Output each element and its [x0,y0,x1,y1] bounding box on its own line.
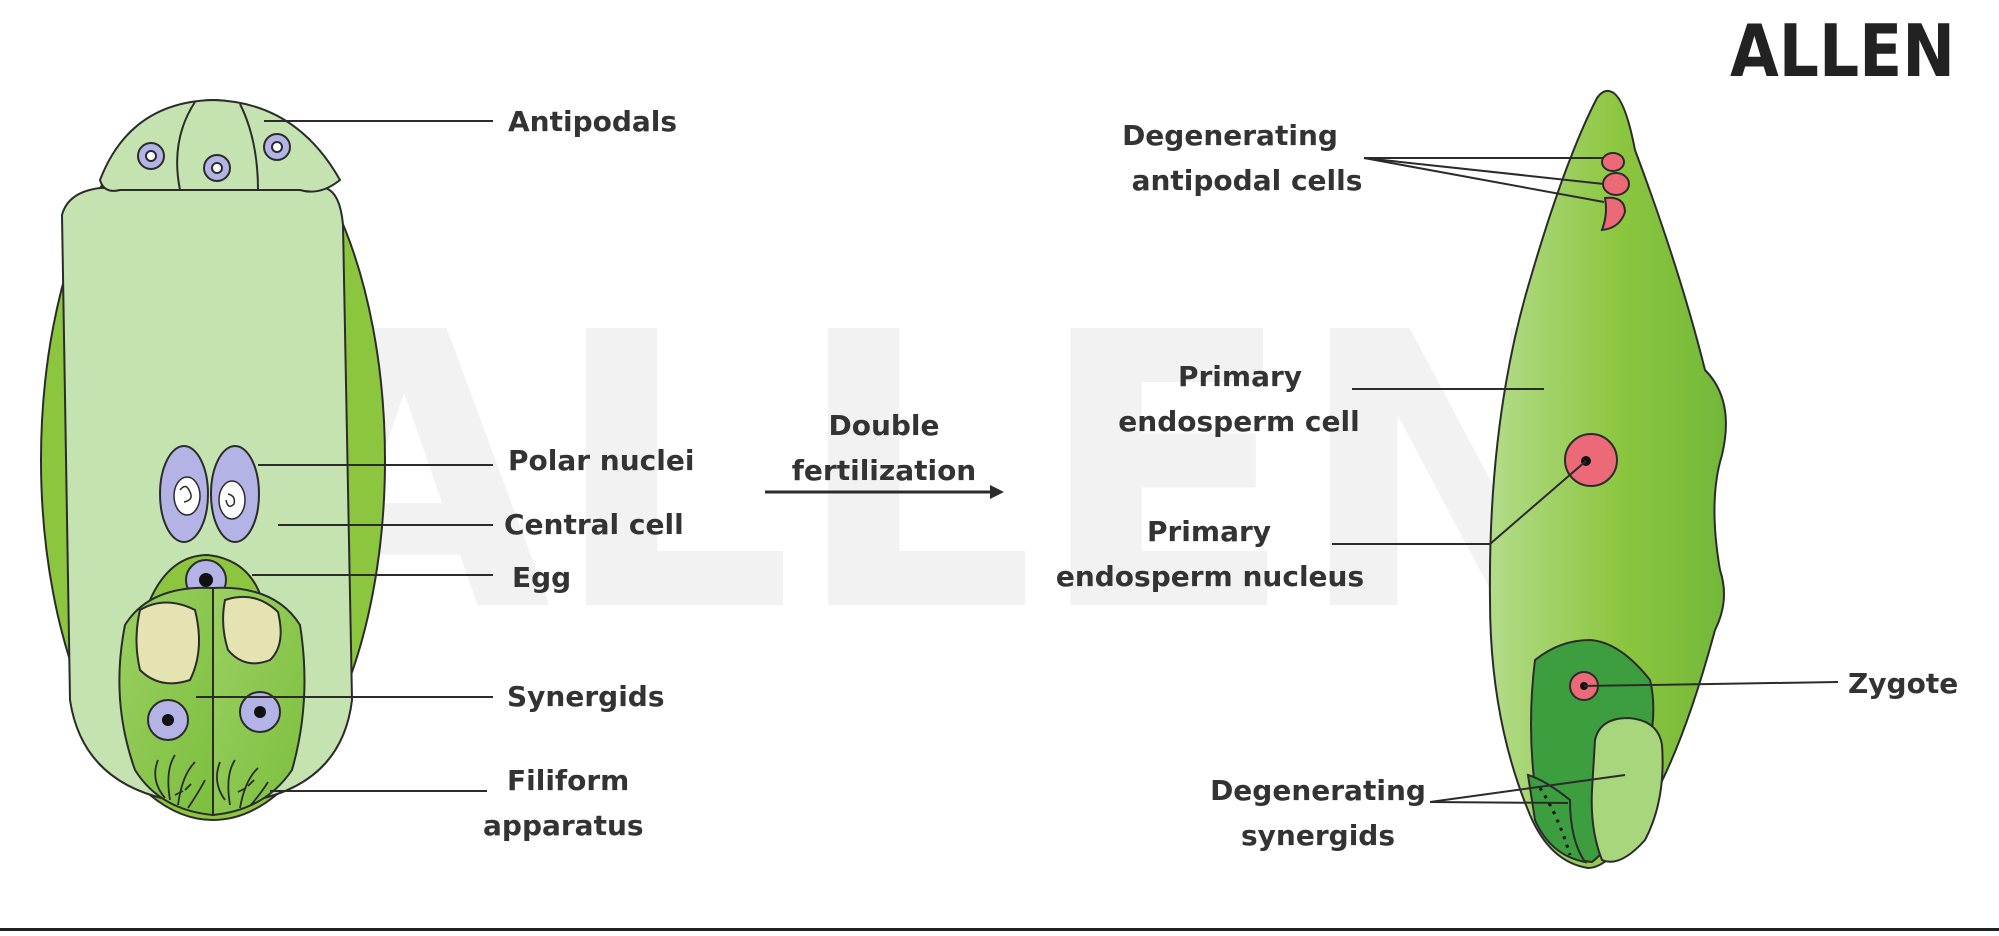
label-polar-nuclei: Polar nuclei [508,444,694,477]
label-primary-endosperm-nucleus-line2: endosperm nucleus [1056,560,1364,593]
label-degenerating-synergids-line1: Degenerating [1210,774,1426,807]
label-primary-endosperm-cell-line2: endosperm cell [1118,405,1359,438]
bottom-border [0,928,1999,931]
process-label-line1: Double [828,409,939,442]
label-central-cell: Central cell [504,508,684,541]
label-primary-endosperm-cell-line1: Primary [1178,360,1302,393]
antipodal-region [98,98,342,193]
label-egg: Egg [512,561,571,594]
antipodal-walls [176,101,259,191]
label-degenerating-antipodal-line2: antipodal cells [1132,164,1363,197]
filiform-apparatus [154,754,269,809]
brand-logo: ALLEN [1730,9,1955,93]
label-zygote: Zygote [1848,667,1958,700]
degenerating-synergid [1590,716,1664,863]
process-label-line2: fertilization [792,454,977,487]
label-degenerating-synergids-line2: synergids [1241,819,1395,852]
synergid-vacuole-right [222,596,282,665]
primary-endosperm-nucleus [1564,433,1618,487]
watermark-text: ALLEN [257,252,1613,695]
fertilized-embryo-sac [1488,89,1727,870]
label-degenerating-antipodal-line1: Degenerating [1122,119,1338,152]
left-leader-lines [196,120,493,792]
right-leader-lines [1332,157,1839,804]
antipodal-nuclei [137,133,291,182]
polar-nuclei [159,445,260,543]
label-filiform-line2: apparatus [483,809,644,842]
label-antipodals: Antipodals [508,105,677,138]
degenerating-antipodals [1600,152,1630,232]
label-primary-endosperm-nucleus-line1: Primary [1147,515,1271,548]
synergid-vacuole-left [135,601,200,685]
label-filiform-line1: Filiform [507,764,629,797]
embryo-sac [40,98,386,821]
label-synergids: Synergids [507,680,665,713]
